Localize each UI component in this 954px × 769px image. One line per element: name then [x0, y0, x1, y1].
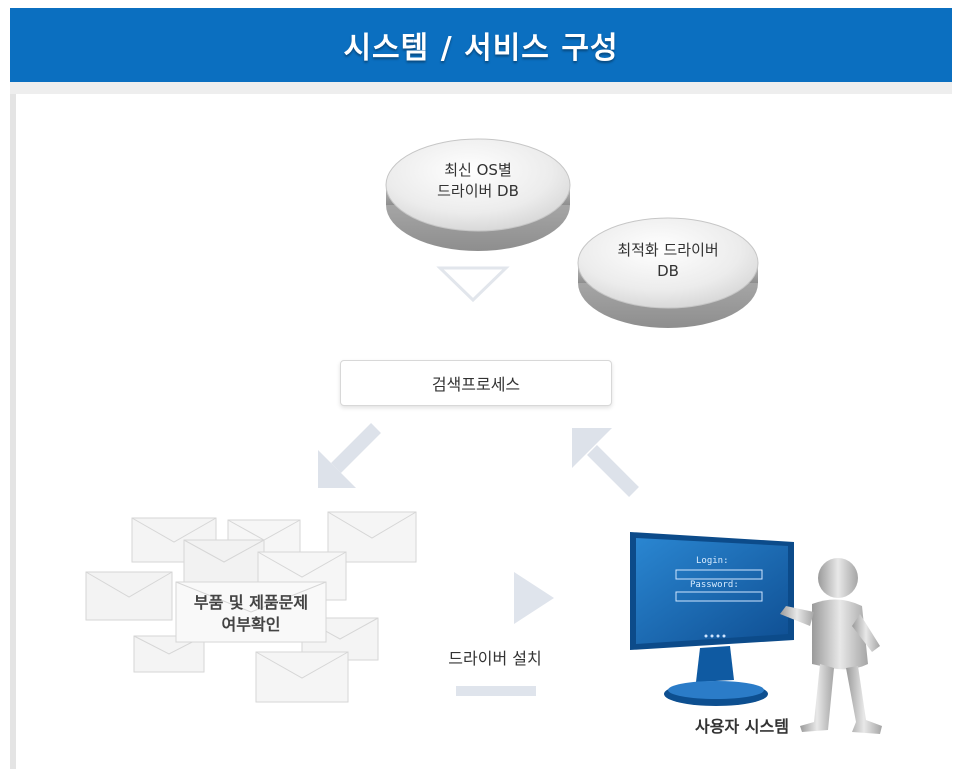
envelope-cluster [85, 511, 417, 703]
down-triangle-icon [436, 266, 510, 303]
os-driver-db-line2: 드라이버 DB [437, 182, 519, 200]
monitor-password-text: Password: [690, 580, 739, 590]
parts-check-line2: 여부확인 [221, 615, 281, 634]
os-driver-db-disk [385, 138, 571, 251]
search-process-box: 검색프로세스 [340, 360, 612, 406]
optimized-driver-db-line1: 최적화 드라이버 [617, 241, 719, 259]
parts-check-label: 부품 및 제품문제 여부확인 [166, 592, 336, 636]
install-bar [456, 686, 536, 696]
search-process-label: 검색프로세스 [431, 375, 521, 394]
header-bar: 시스템 / 서비스 구성 [10, 8, 952, 82]
arrow-down-left-icon [318, 423, 381, 488]
optimized-driver-db-line2: DB [657, 262, 679, 280]
optimized-driver-db-label: 최적화 드라이버 DB [588, 240, 748, 282]
monitor-login-text: Login: [696, 556, 729, 566]
os-driver-db-label: 최신 OS별 드라이버 DB [398, 160, 558, 202]
arrow-up-left-icon [572, 428, 639, 497]
driver-install-label: 드라이버 설치 [448, 649, 542, 668]
user-system-label: 사용자 시스템 [695, 717, 789, 736]
os-driver-db-line1: 최신 OS별 [444, 161, 512, 179]
optimized-driver-db-disk [577, 217, 759, 328]
parts-check-line1: 부품 및 제품문제 [193, 593, 309, 612]
left-border [10, 94, 16, 769]
page-title: 시스템 / 서비스 구성 [343, 31, 619, 66]
top-divider [10, 82, 952, 94]
right-triangle-icon [514, 572, 554, 624]
monitor-icon [630, 532, 794, 706]
person-figure-icon [780, 558, 882, 734]
